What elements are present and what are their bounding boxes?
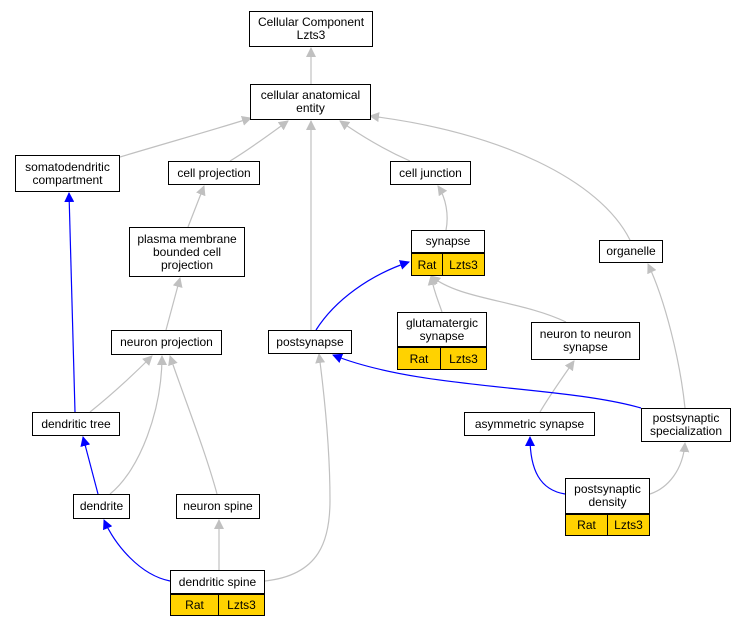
edge-dendtree-to-neuronproj	[89, 355, 153, 413]
annotation-dendritic-spine-species: Rat	[170, 594, 219, 616]
node-cell-projection[interactable]: cell projection	[168, 161, 260, 185]
node-postsynaptic-density[interactable]: postsynaptic density	[565, 478, 650, 514]
edge-celljunction-to-cae	[339, 120, 411, 162]
node-neuron-projection[interactable]: neuron projection	[111, 330, 222, 355]
edge-psd-to-asym	[525, 436, 566, 495]
edge-asym-to-n2n	[539, 360, 575, 413]
node-cell-junction[interactable]: cell junction	[390, 161, 471, 185]
annotation-glutamatergic-gene: Lzts3	[440, 347, 487, 370]
annotation-postsynaptic-density-gene: Lzts3	[607, 514, 650, 536]
node-postsynaptic-specialization[interactable]: postsynaptic specialization	[641, 408, 731, 442]
edge-pss-to-organelle	[647, 263, 686, 409]
edge-n2n-to-synapse	[430, 275, 567, 323]
annotation-synapse-species: Rat	[411, 253, 443, 276]
edge-dendrite-to-dendtree	[80, 436, 99, 495]
node-glutamatergic-synapse[interactable]: glutamatergic synapse	[397, 312, 487, 347]
edge-dendrite-to-neuronproj	[109, 355, 167, 495]
node-neuron-to-neuron-synapse[interactable]: neuron to neuron synapse	[531, 322, 640, 360]
node-cellular-anatomical-entity[interactable]: cellular anatomical entity	[250, 84, 371, 120]
annotation-dendritic-spine-gene: Lzts3	[218, 594, 265, 616]
annotation-synapse-gene: Lzts3	[442, 253, 485, 276]
node-plasma-membrane-bounded-cell-projection[interactable]: plasma membrane bounded cell projection	[129, 227, 245, 277]
edge-postsynapse-to-synapse	[315, 260, 410, 331]
edge-pss-to-postsynapse	[332, 353, 642, 409]
edge-dendtree-to-somato	[64, 192, 76, 413]
edge-organelle-to-cae	[369, 112, 631, 241]
node-dendritic-tree[interactable]: dendritic tree	[32, 412, 120, 436]
edge-dspine-to-dendrite	[103, 519, 171, 582]
node-asymmetric-synapse[interactable]: asymmetric synapse	[464, 412, 595, 436]
node-dendritic-spine[interactable]: dendritic spine	[170, 570, 265, 594]
node-somatodendritic-compartment[interactable]: somatodendritic compartment	[15, 155, 120, 192]
edge-pmbcp-to-cellproj	[187, 185, 206, 228]
edge-neuronproj-to-pmbcp	[165, 277, 183, 331]
edge-somato-to-cae	[119, 116, 252, 158]
edge-cellproj-to-cae	[229, 120, 289, 162]
node-neuron-spine[interactable]: neuron spine	[176, 494, 260, 519]
annotation-glutamatergic-species: Rat	[397, 347, 441, 370]
edge-synapse-to-celljunction	[437, 185, 448, 231]
node-synapse[interactable]: synapse	[411, 230, 485, 253]
node-organelle[interactable]: organelle	[599, 240, 663, 263]
edge-dspine-to-postsynapse	[264, 353, 331, 582]
node-cellular-component-lzts3[interactable]: Cellular Component Lzts3	[249, 11, 373, 47]
edge-neuronspine-to-neuronproj	[168, 355, 218, 495]
edge-psd-to-pss	[649, 442, 690, 495]
node-postsynapse[interactable]: postsynapse	[268, 330, 352, 354]
node-dendrite[interactable]: dendrite	[73, 494, 130, 519]
annotation-postsynaptic-density-species: Rat	[565, 514, 608, 536]
edge-glut-to-synapse	[427, 275, 443, 313]
